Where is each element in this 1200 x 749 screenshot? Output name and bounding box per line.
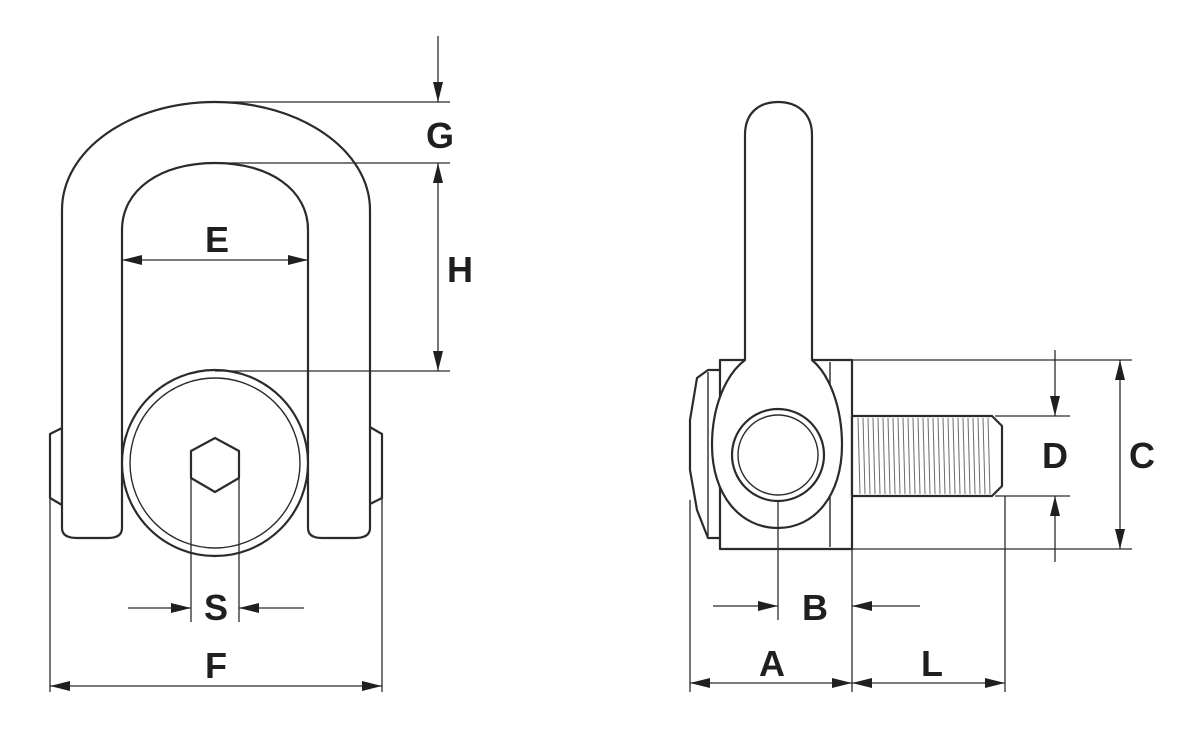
thread-line [877,417,881,495]
label-g: G [426,115,454,156]
thread-line [887,417,891,495]
thread-line [902,417,906,495]
thread-line [912,417,916,495]
label-a: A [759,643,785,684]
front-view: G H E S F [48,36,473,692]
thread-line [907,417,911,495]
label-s: S [204,587,228,628]
thread-lines [857,417,991,495]
thread-line [897,417,901,495]
side-view: D C B A L [688,100,1155,692]
thread-line [932,417,936,495]
bail-eye-outer [730,407,826,503]
thread-line [927,417,931,495]
label-h: H [447,249,473,290]
thread-line [942,417,946,495]
thread-line [982,417,986,495]
label-c: C [1129,435,1155,476]
thread-line [937,417,941,495]
thread-line [987,417,991,495]
thread-line [962,417,966,495]
label-d: D [1042,435,1068,476]
thread-line [867,417,871,495]
label-e: E [205,219,229,260]
bail-eye-inner [737,414,819,496]
label-l: L [921,643,943,684]
thread-line [862,417,866,495]
thread-line [872,417,876,495]
thread-line [952,417,956,495]
thread-line [857,417,861,495]
bolt-head-inner [129,377,301,549]
thread-line [972,417,976,495]
hex-socket [189,436,241,494]
thread-line [967,417,971,495]
thread-line [977,417,981,495]
left-lug [48,426,64,507]
thread-line [892,417,896,495]
thread-line [882,417,886,495]
thread-line [922,417,926,495]
thread-line [957,417,961,495]
thread-line [947,417,951,495]
label-b: B [802,587,828,628]
thread-line [917,417,921,495]
label-f: F [205,645,227,686]
bail [60,100,372,540]
